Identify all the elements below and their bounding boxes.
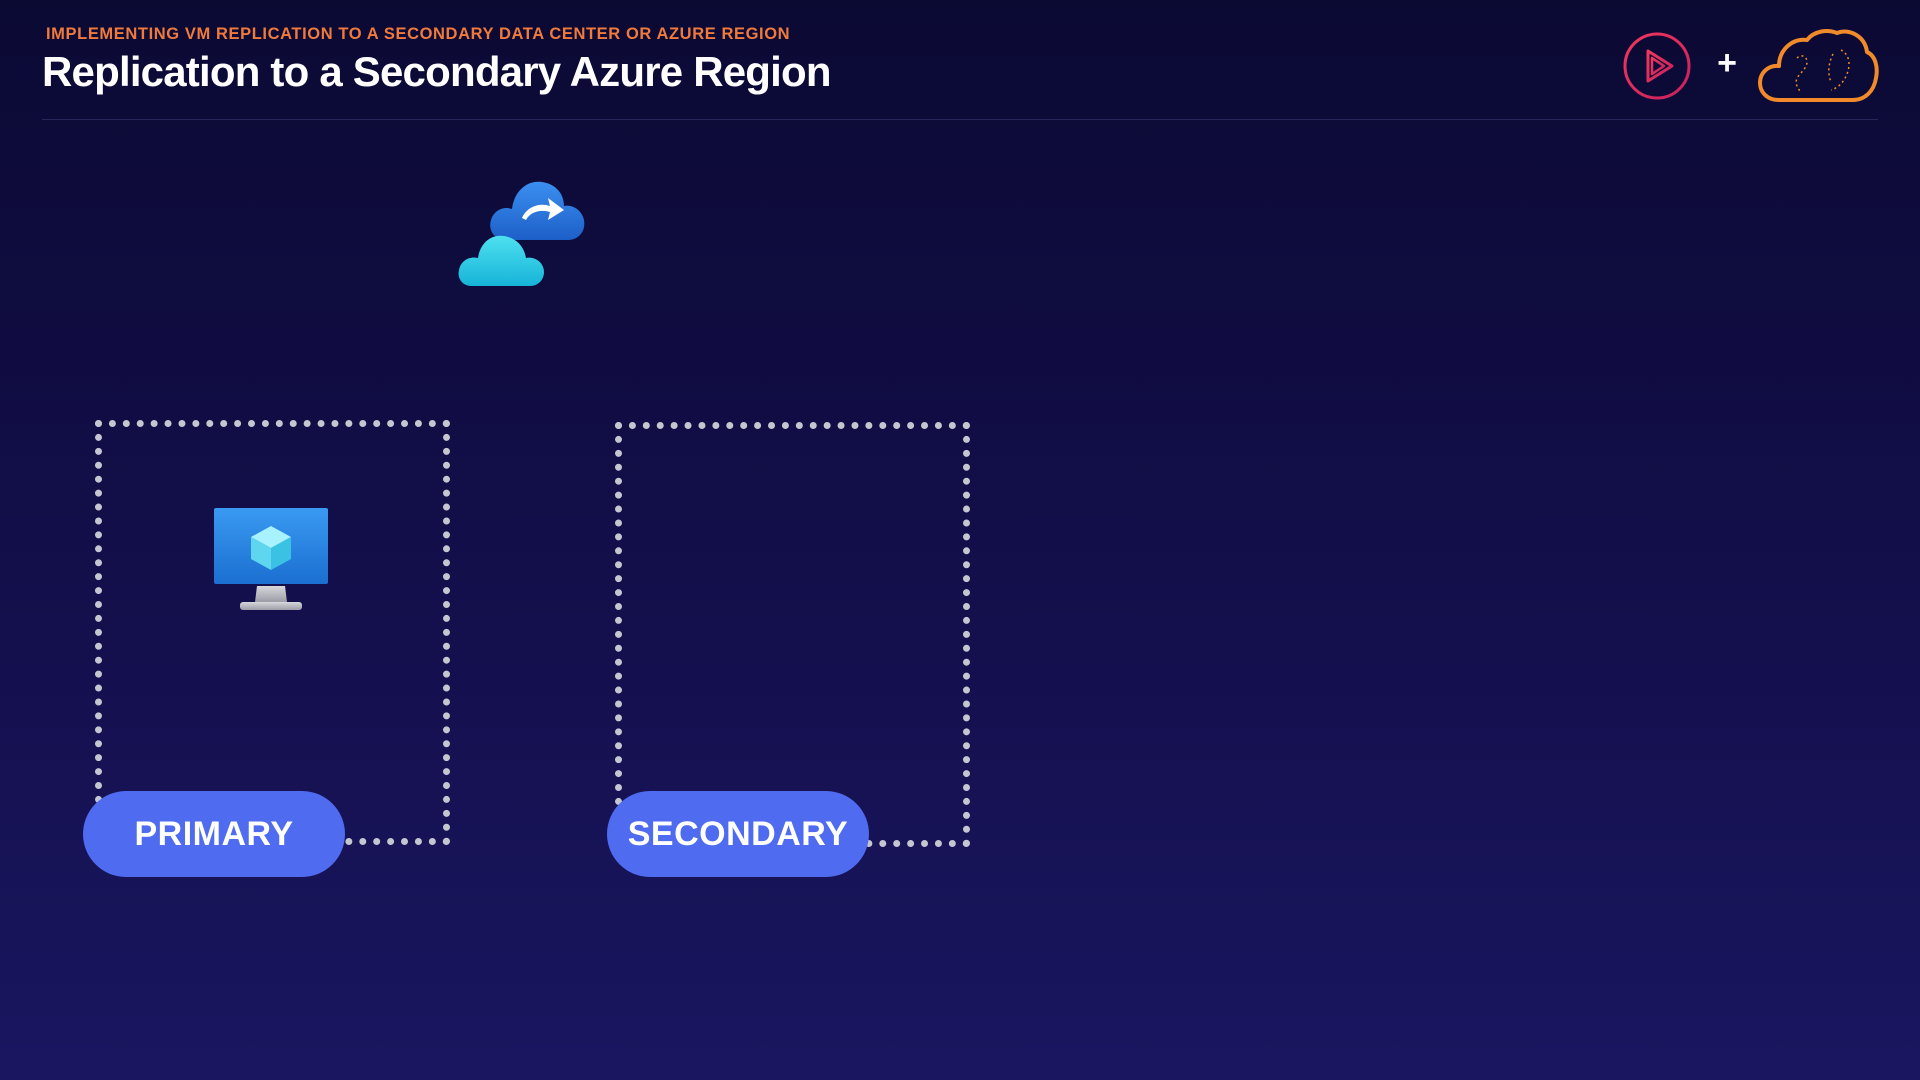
play-logo-icon (1623, 32, 1691, 100)
slide-title: Replication to a Secondary Azure Region (42, 48, 832, 95)
secondary-region-boundary (615, 422, 970, 847)
title-divider (42, 119, 1878, 120)
primary-region-boundary (95, 420, 450, 845)
virtual-machine-icon (214, 508, 328, 610)
course-eyebrow: IMPLEMENTING VM REPLICATION TO A SECONDA… (46, 25, 791, 43)
cloud-logo-icon (1758, 29, 1879, 102)
secondary-region-label: SECONDARY (607, 791, 869, 877)
cloud-replication-icon (458, 181, 585, 286)
plus-symbol: + (1717, 44, 1737, 82)
primary-region-label: PRIMARY (83, 791, 345, 877)
